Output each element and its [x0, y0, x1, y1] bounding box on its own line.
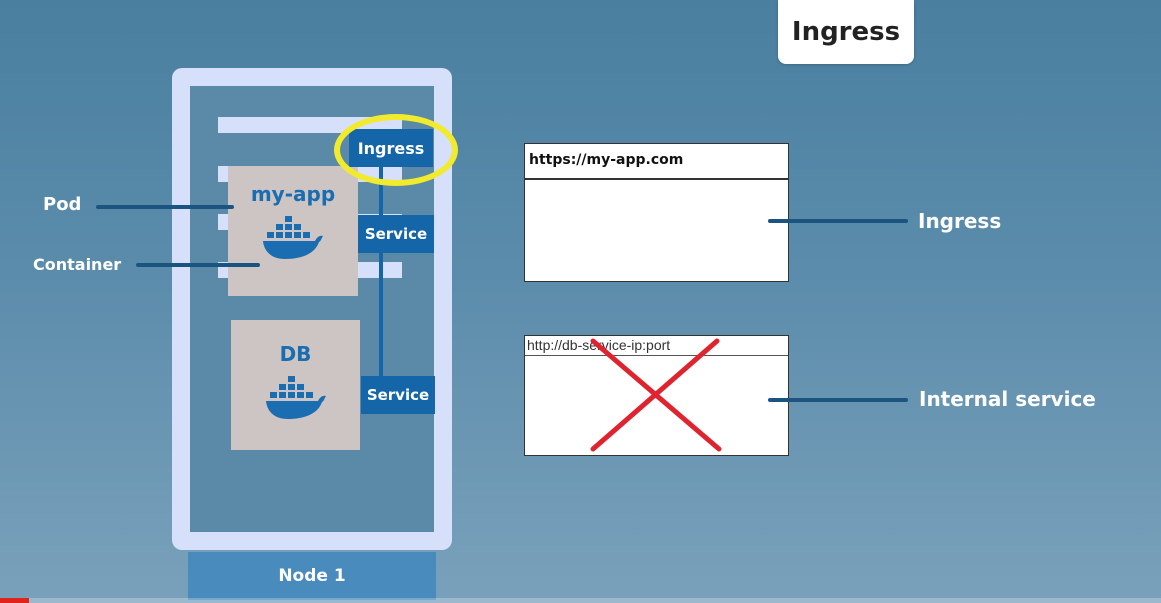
internal-leader-line — [768, 398, 908, 402]
node-label: Node 1 — [188, 552, 436, 600]
pod-title: DB — [279, 342, 312, 366]
pod-db: DB — [231, 320, 360, 450]
video-progress-fill — [0, 598, 29, 603]
ingress-leader-line — [768, 219, 908, 223]
docker-whale-icon — [261, 214, 325, 264]
pod-title: my-app — [250, 182, 336, 206]
container-leader-line — [136, 263, 260, 267]
ingress-right-label: Ingress — [918, 209, 1002, 233]
pod-label: Pod — [43, 194, 82, 215]
ingress-highlight-ellipse — [334, 114, 458, 186]
container-label: Container — [33, 255, 122, 274]
service-connector-line — [379, 160, 383, 400]
red-x-icon — [590, 338, 722, 452]
video-progress-track[interactable] — [0, 598, 1161, 603]
internal-service-label: Internal service — [919, 387, 1096, 411]
pod-leader-line — [96, 205, 234, 209]
docker-whale-icon — [264, 374, 328, 424]
ingress-url-bar: https://my-app.com — [525, 144, 788, 180]
db-service-box: Service — [361, 376, 435, 414]
page-title: Ingress — [778, 0, 914, 64]
app-service-box: Service — [358, 215, 434, 253]
pod-my-app: my-app — [228, 166, 358, 296]
ingress-browser-window: https://my-app.com — [524, 143, 789, 282]
